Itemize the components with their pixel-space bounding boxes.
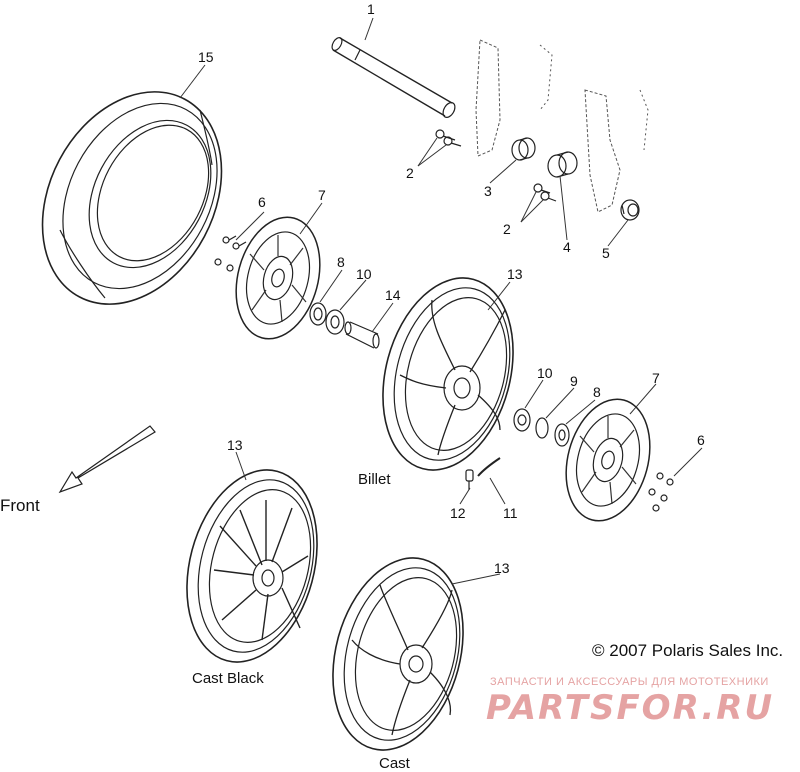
wheel-cast [332,557,464,751]
callout-5: 5 [602,245,610,261]
seal-right [554,423,570,447]
snap-ring [535,417,549,439]
bolts-lower [533,183,557,202]
caption-front: Front [0,496,40,515]
callout-7-left: 7 [318,187,326,203]
tire [41,91,223,305]
valve-cap [465,469,474,490]
callout-2-upper: 2 [406,165,414,181]
brake-rotor-right [565,398,651,522]
callout-8-left: 8 [337,254,345,270]
callout-11: 11 [503,505,518,521]
brake-rotor-left [235,216,321,340]
rotor-bolts-left [214,235,247,272]
valve-stem [477,457,501,477]
bearing-left [325,309,345,335]
callout-12: 12 [450,505,466,521]
callout-4: 4 [563,239,571,255]
bolts-upper [435,129,462,147]
callout-15: 15 [198,49,214,65]
seal-left [309,302,327,326]
axle [331,37,456,118]
callout-1: 1 [367,1,375,17]
callout-9: 9 [570,373,578,389]
distance-tube [344,321,380,349]
fork-legs [475,39,649,213]
callout-14: 14 [385,287,401,303]
watermark-tagline: ЗАПЧАСТИ И АКСЕССУАРЫ ДЛЯ МОТОТЕХНИКИ [490,676,769,688]
callout-13-cast: 13 [494,560,510,576]
bearing-right [513,408,531,432]
callout-7-right: 7 [652,370,660,386]
watermark-brand-logo: PARTSFOR.RU [486,688,775,728]
spacer [511,137,536,161]
callout-3: 3 [484,183,492,199]
callout-10-left: 10 [356,266,372,282]
copyright-notice: © 2007 Polaris Sales Inc. [592,641,784,660]
callout-10-right: 10 [537,365,553,381]
caption-cast: Cast [379,755,410,772]
rotor-bolts-right [648,472,674,512]
callout-2-lower: 2 [503,221,511,237]
callout-13-cast-black: 13 [227,437,243,453]
callout-6-left: 6 [258,194,266,210]
axle-nut [620,199,640,221]
front-arrow [58,425,156,494]
caption-cast-black: Cast Black [192,670,264,687]
spacer-long [547,151,578,178]
callout-8-right: 8 [593,384,601,400]
callout-6-right: 6 [697,432,705,448]
leader-lines [179,17,703,585]
callout-13-billet: 13 [507,266,523,282]
wheel-cast-black [186,469,318,663]
wheel-billet [382,277,514,471]
caption-billet: Billet [358,471,391,488]
